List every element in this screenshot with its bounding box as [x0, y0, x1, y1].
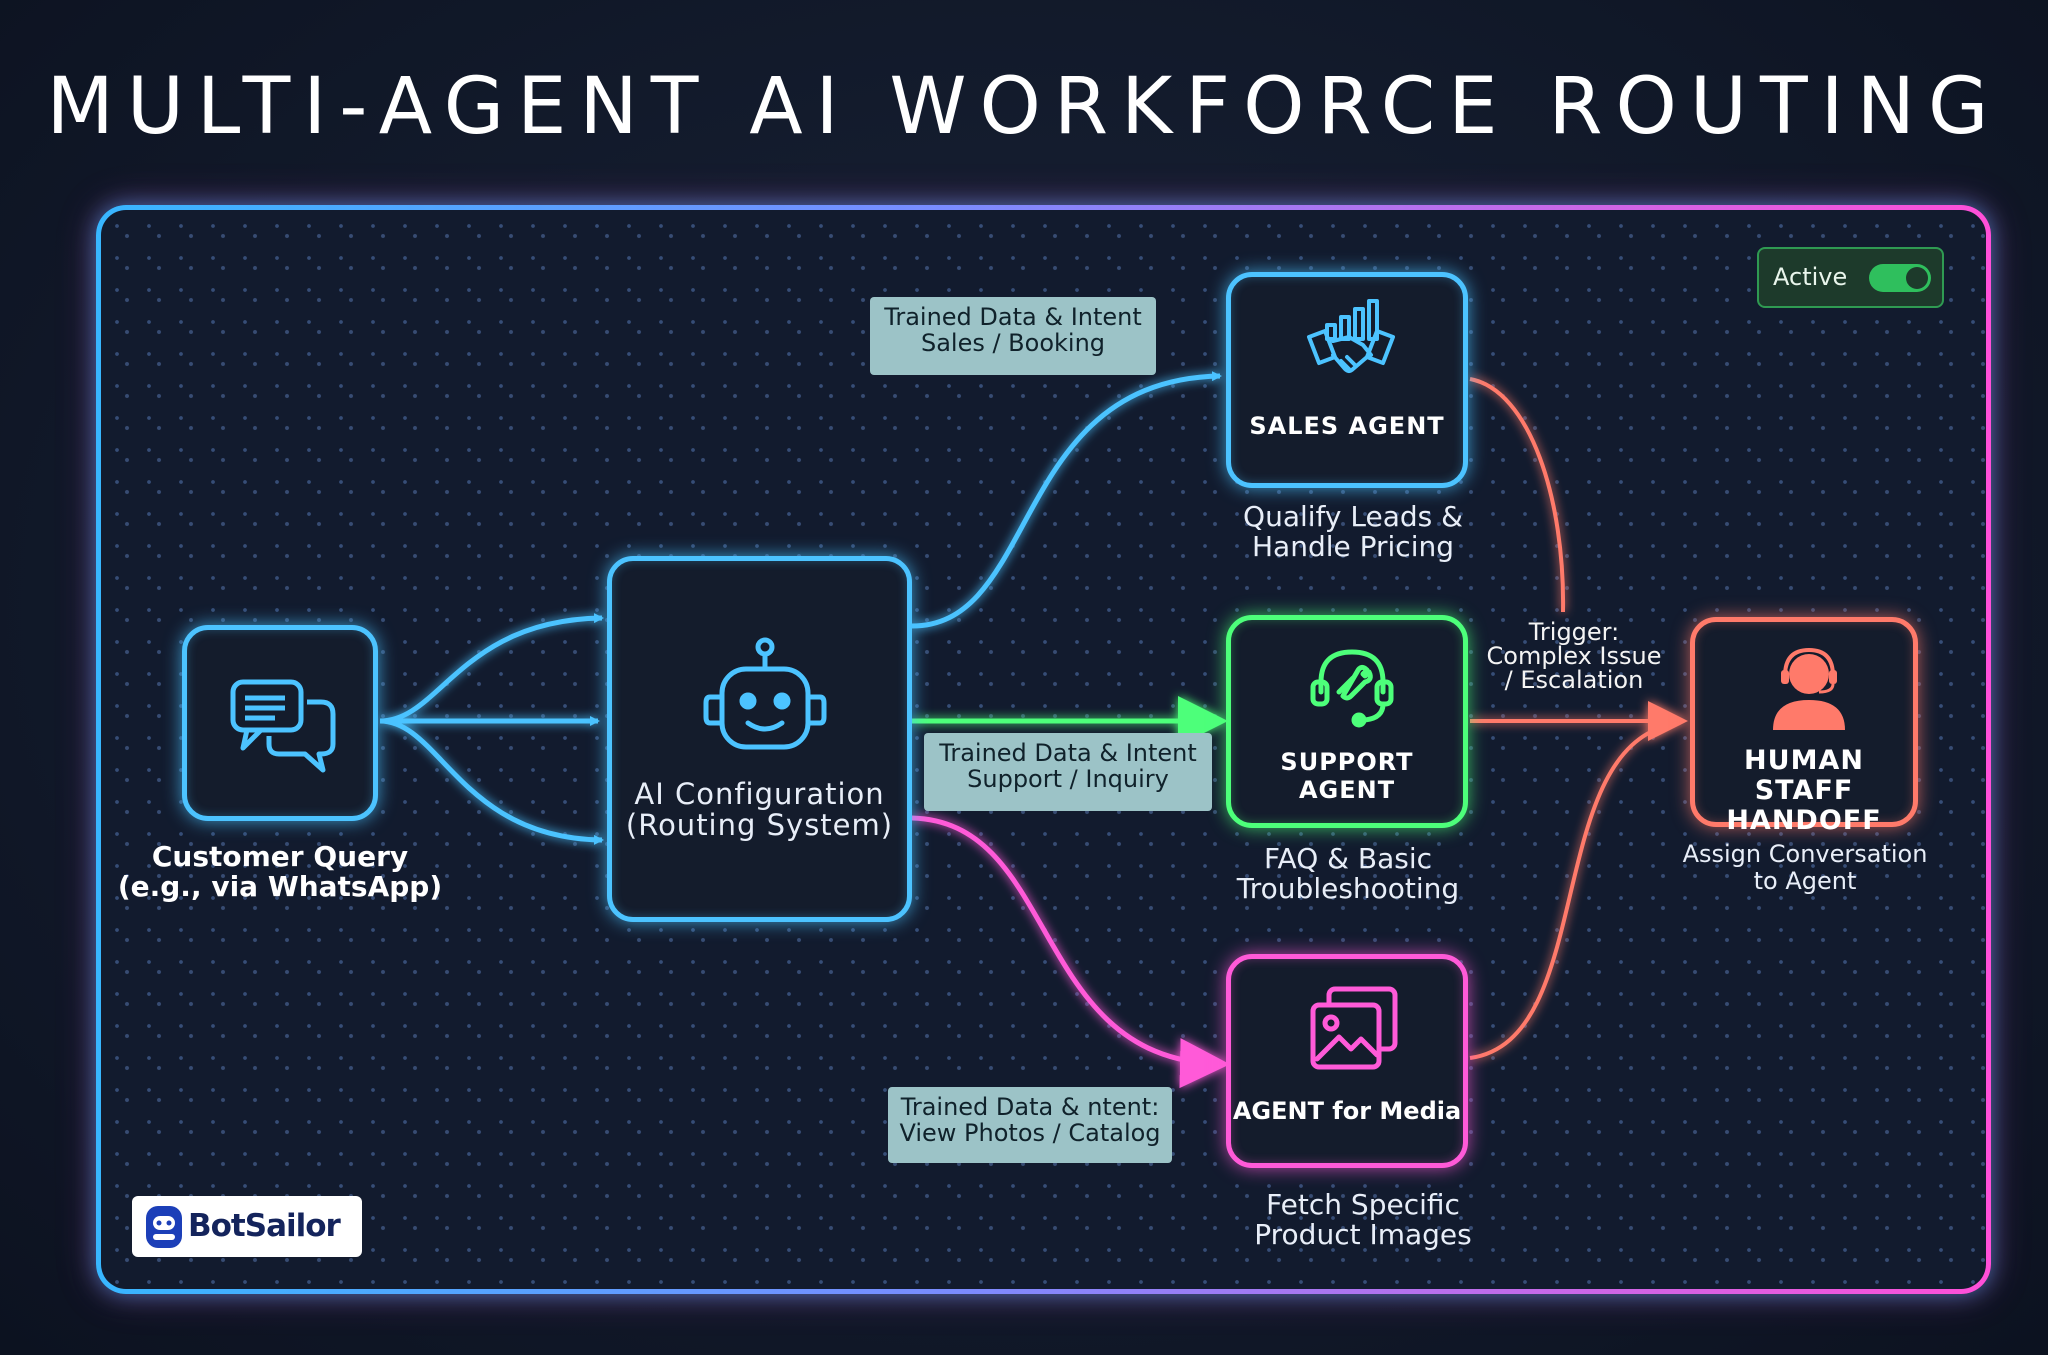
- edge-router-media: [911, 815, 1230, 1089]
- sales-tag-line2: Sales / Booking: [920, 329, 1106, 357]
- human-label-line2: HANDOFF: [1726, 805, 1882, 836]
- human-label-line1: HUMAN STAFF: [1744, 745, 1864, 806]
- support-tag-line2: Support / Inquiry: [967, 765, 1169, 793]
- support-caption-line1: FAQ & Basic: [1264, 842, 1432, 875]
- edge-customer-router-top: [379, 613, 604, 724]
- router-label-line2: (Routing System): [625, 808, 894, 842]
- support-person-icon: [1769, 644, 1849, 736]
- media-agent-node[interactable]: AGENT for Media: [1226, 954, 1468, 1168]
- human-caption-line1: Assign Conversation: [1682, 840, 1928, 868]
- sales-agent-caption: Qualify Leads & Handle Pricing: [1218, 502, 1488, 562]
- media-caption-line1: Fetch Specific: [1266, 1188, 1460, 1221]
- edge-media-human: [1469, 721, 1681, 1060]
- support-tag-line1: Trained Data & Intent: [939, 739, 1197, 767]
- botsailor-logo: BotSailor: [132, 1196, 362, 1257]
- human-handoff-caption: Assign Conversation to Agent: [1660, 841, 1950, 895]
- media-caption-line2: Product Images: [1254, 1218, 1472, 1251]
- active-status-toggle[interactable]: Active: [1757, 247, 1944, 308]
- sales-tag-line1: Trained Data & Intent: [884, 303, 1142, 331]
- router-label-line1: AI Configuration: [634, 777, 885, 811]
- support-agent-node[interactable]: SUPPORT AGENT: [1226, 615, 1468, 828]
- active-label: Active: [1773, 263, 1848, 291]
- human-handoff-node[interactable]: HUMAN STAFF HANDOFF: [1690, 617, 1918, 836]
- human-caption-line2: to Agent: [1753, 867, 1857, 895]
- media-agent-caption: Fetch Specific Product Images: [1218, 1190, 1508, 1250]
- toggle-switch[interactable]: [1869, 264, 1931, 292]
- images-icon: [1309, 985, 1399, 1077]
- toggle-knob: [1906, 267, 1928, 289]
- customer-query-title: Customer Query: [151, 840, 409, 873]
- customer-query-node[interactable]: [182, 625, 378, 821]
- router-support-edge-group: [911, 377, 1688, 1089]
- botsailor-logo-text: BotSailor: [188, 1208, 341, 1244]
- ai-router-node[interactable]: AI Configuration (Routing System): [607, 556, 912, 922]
- edge-router-sales: [911, 371, 1222, 629]
- edge-customer-router-bottom: [379, 718, 604, 845]
- sales-caption-line2: Handle Pricing: [1251, 530, 1454, 563]
- escalation-trigger-label: Trigger: Complex Issue / Escalation: [1468, 620, 1680, 692]
- support-caption-line2: Troubleshooting: [1236, 872, 1460, 905]
- trigger-line3: / Escalation: [1504, 666, 1644, 694]
- support-agent-label: SUPPORT AGENT: [1280, 748, 1414, 804]
- sales-agent-node[interactable]: SALES AGENT: [1226, 272, 1468, 488]
- page-title: MULTI-AGENT AI WORKFORCE ROUTING: [46, 62, 2002, 152]
- human-handoff-label: HUMAN STAFF HANDOFF: [1695, 746, 1913, 836]
- media-intent-tag: Trained Data & ntent: View Photos / Cata…: [888, 1087, 1172, 1163]
- media-tag-line2: View Photos / Catalog: [899, 1119, 1161, 1147]
- sales-intent-tag: Trained Data & Intent Sales / Booking: [870, 297, 1156, 375]
- sales-caption-line1: Qualify Leads &: [1243, 500, 1463, 533]
- support-intent-tag: Trained Data & Intent Support / Inquiry: [924, 733, 1212, 811]
- sales-agent-label: SALES AGENT: [1249, 412, 1445, 440]
- media-tag-line1: Trained Data & ntent:: [900, 1093, 1160, 1121]
- customer-query-label: Customer Query (e.g., via WhatsApp): [110, 842, 450, 902]
- botsailor-logo-icon: [144, 1204, 184, 1254]
- trigger-line1: Trigger:: [1528, 618, 1620, 646]
- chat-bubbles-icon: [229, 678, 339, 782]
- media-agent-label: AGENT for Media: [1232, 1097, 1462, 1125]
- handshake-chart-icon: [1305, 297, 1397, 391]
- customer-to-router-edges: [379, 371, 1222, 845]
- customer-query-subtitle: (e.g., via WhatsApp): [117, 870, 443, 903]
- support-agent-caption: FAQ & Basic Troubleshooting: [1208, 844, 1488, 904]
- edge-sales-human: [1469, 377, 1566, 613]
- trigger-line2: Complex Issue: [1486, 642, 1662, 670]
- headset-wrench-icon: [1309, 642, 1395, 732]
- router-label: AI Configuration (Routing System): [612, 779, 907, 841]
- robot-icon: [702, 637, 828, 759]
